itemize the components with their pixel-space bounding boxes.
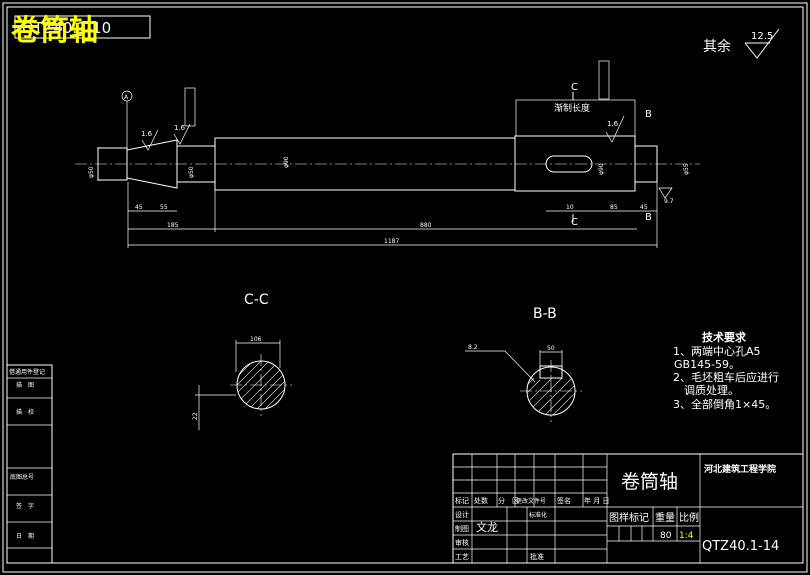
tb-standardize: 标准化 <box>529 511 547 519</box>
tb-part-name: 卷筒轴 <box>621 471 678 493</box>
left-column <box>6 364 53 564</box>
shaft-end-left <box>97 147 128 181</box>
tech-req-heading: 技术要求 <box>702 330 747 344</box>
dia-c: φ90 <box>598 163 605 175</box>
tb-school: 河北建筑工程学院 <box>704 463 776 475</box>
left-label-5: 签 字 <box>16 502 34 510</box>
section-cc-hatch <box>237 361 285 409</box>
dim-right-45: 45 <box>640 204 648 211</box>
tolerance-frame-2 <box>598 60 610 100</box>
tech-req-line-2: GB145-59。 <box>674 358 740 371</box>
tb-drawing-code: QTZ40.1-14 <box>702 539 779 554</box>
bb-dim-top: 50 <box>547 345 555 352</box>
tb-row-mark: 标记 <box>455 496 469 505</box>
tb-row-sign: 签名 <box>557 496 571 505</box>
left-label-2: 描 图 <box>16 381 34 389</box>
code-box <box>14 15 151 39</box>
dim-55: 55 <box>160 204 168 211</box>
dia-b: φ90 <box>283 156 290 168</box>
tb-designer: 设计 <box>455 510 469 519</box>
dim-85: 85 <box>610 204 618 211</box>
inner-frame <box>6 6 804 564</box>
title-block <box>452 453 804 564</box>
code-box-text: QTZ40.1-10 <box>22 19 111 37</box>
tolerance-frame-1 <box>184 87 196 127</box>
svg-text:1.6: 1.6 <box>141 130 153 138</box>
tb-approve: 批准 <box>530 552 544 561</box>
roughness-icon-4 <box>658 187 673 199</box>
cc-dim-side: 22 <box>192 412 199 420</box>
section-cc-label: C-C <box>244 292 269 308</box>
svg-text:C: C <box>571 217 578 228</box>
left-label-1: 借通用件登记 <box>9 368 45 376</box>
svg-text:1.6: 1.6 <box>174 124 186 132</box>
tb-row-date: 年 月 日 <box>584 496 609 505</box>
keyway <box>545 155 593 173</box>
tb-row-zone: 分 区 <box>498 496 519 505</box>
dia-left-end: φ50 <box>88 166 95 178</box>
tb-scale-value: 1:4 <box>679 531 694 541</box>
roughness-icon-1 <box>141 129 159 151</box>
title-overlay: 卷筒轴 <box>11 13 98 47</box>
roughness-symbol-icon <box>744 28 780 59</box>
roughness-icon-3 <box>605 115 625 143</box>
cc-dim-top: 106 <box>250 336 262 343</box>
tb-weight-label: 重量 <box>655 511 675 524</box>
tech-req-line-5: 3、全部倒角1×45。 <box>673 397 776 411</box>
shaft-end-right <box>634 145 658 183</box>
tech-req-line-1: 1、两端中心孔A5 <box>673 345 761 358</box>
tb-weight-value: 80 <box>660 531 672 541</box>
dim-overall: 1187 <box>384 238 399 245</box>
svg-text:C: C <box>571 82 578 93</box>
roughness-icon-2 <box>173 123 191 145</box>
key-length-label: 渐制长度 <box>554 102 590 114</box>
svg-text:1.6: 1.6 <box>607 120 619 128</box>
tech-req-line-4: 调质处理。 <box>684 384 739 397</box>
left-label-4: 底图总号 <box>10 473 34 481</box>
surface-value: 12.5 <box>751 31 773 42</box>
tb-process: 工艺 <box>455 553 469 561</box>
surface-note: 其余 <box>703 38 731 55</box>
tb-row-change: 更改文件号 <box>516 497 546 505</box>
dia-a: φ50 <box>188 166 195 178</box>
tb-row-count: 处数 <box>474 496 488 505</box>
bb-callout: 8.2 <box>468 344 478 351</box>
section-bb-label: B-B <box>533 306 557 322</box>
svg-text:A: A <box>124 94 129 101</box>
tb-drawer-name: 文龙 <box>476 520 498 534</box>
dim-left-section: 185 <box>167 222 179 229</box>
tech-req-line-3: 2、毛坯粗车后应进行 <box>673 370 779 384</box>
dia-d: φ55 <box>683 163 690 175</box>
tb-scale-label: 比例 <box>679 511 699 524</box>
svg-text:9.7: 9.7 <box>664 198 674 205</box>
svg-text:B: B <box>645 212 652 223</box>
svg-text:B: B <box>645 109 652 120</box>
dim-45: 45 <box>135 204 143 211</box>
tb-drawer: 制图 <box>455 524 469 533</box>
tb-review: 审核 <box>455 538 469 547</box>
dim-middle-section: 880 <box>420 222 432 229</box>
left-label-3: 描 校 <box>16 408 34 416</box>
tb-stage-label: 图样标记 <box>609 511 649 524</box>
dim-10: 10 <box>566 204 574 211</box>
left-label-6: 日 期 <box>16 532 34 540</box>
shaft-journal-right <box>514 135 636 192</box>
